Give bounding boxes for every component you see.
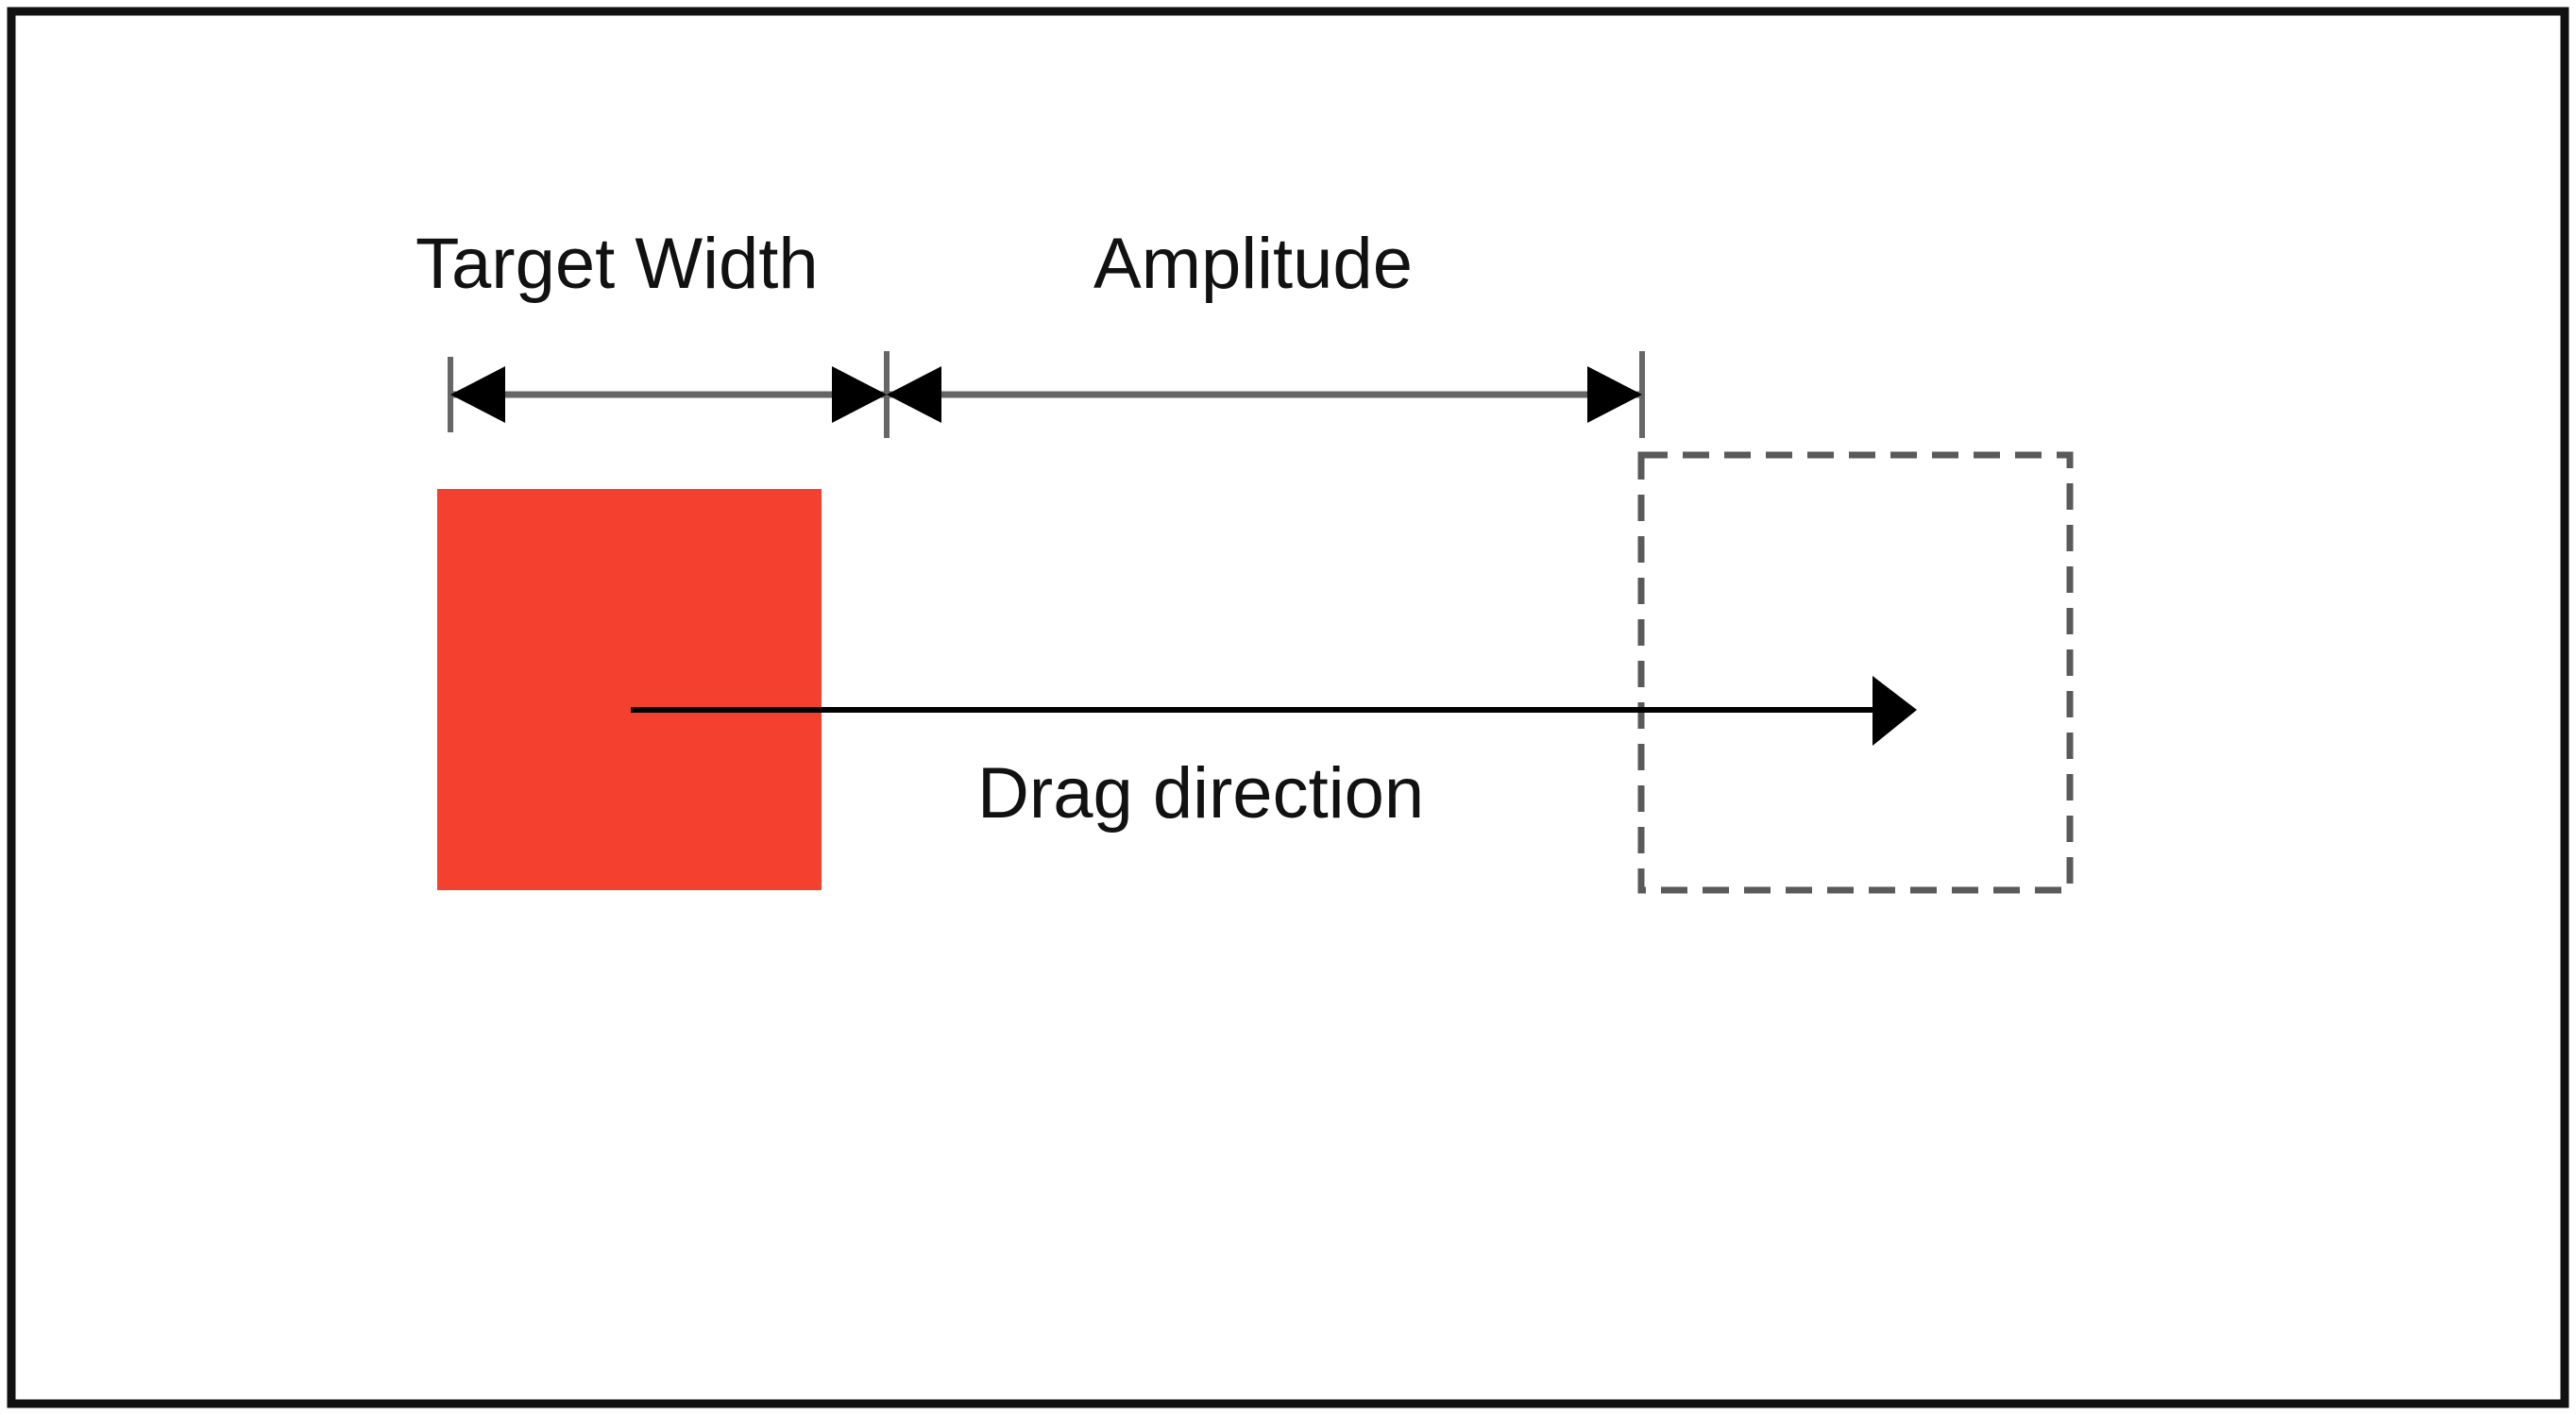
triangle-left-icon-target-width-right [832, 366, 887, 423]
triangle-left-icon-amplitude-right [1587, 366, 1642, 423]
drag-direction-label: Drag direction [977, 753, 1424, 834]
triangle-right-icon-target-width-left [450, 366, 505, 423]
source-square[interactable] [437, 489, 822, 890]
amplitude-label: Amplitude [1093, 224, 1413, 304]
triangle-right-icon-drag-arrowhead [1873, 676, 1917, 746]
target-outline[interactable] [1637, 451, 2074, 894]
triangle-right-icon-amplitude-left [887, 366, 941, 423]
target-width-label: Target Width [415, 224, 819, 304]
